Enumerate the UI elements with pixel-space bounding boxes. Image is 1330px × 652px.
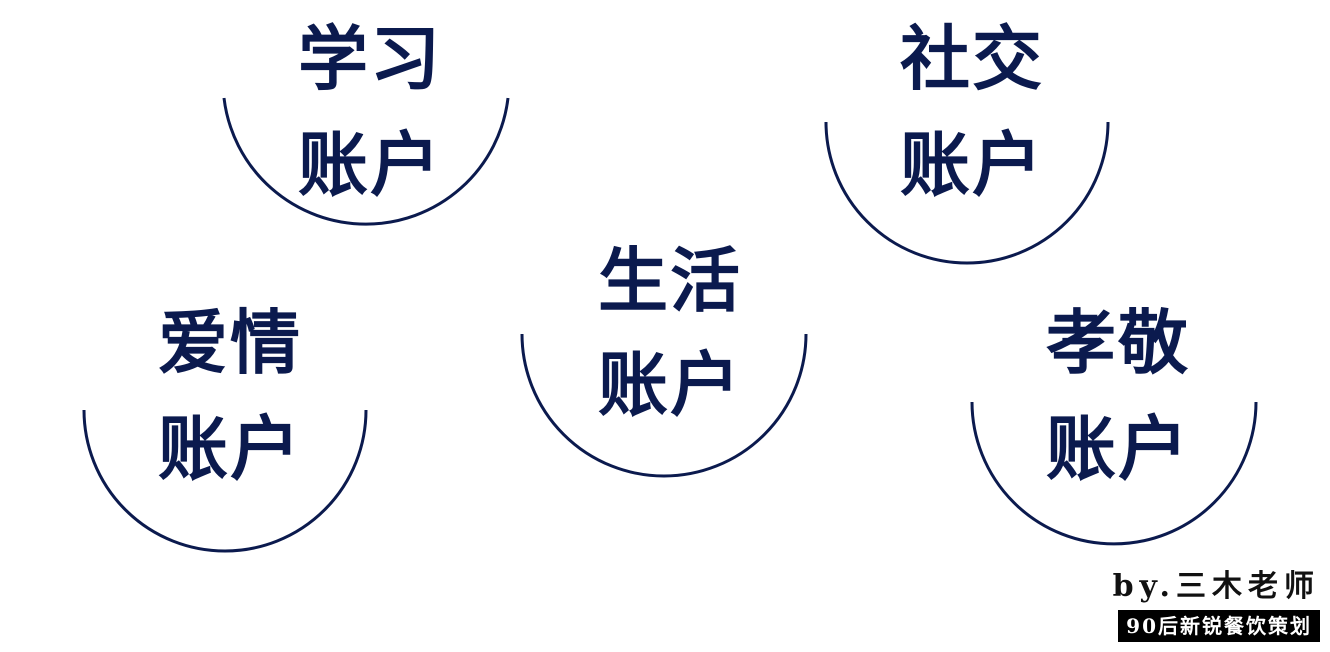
signature-author: by.三木老师 — [1112, 569, 1320, 604]
arc-life — [520, 333, 808, 478]
signature-block: by.三木老师 90后新锐餐饮策划 — [1058, 572, 1320, 642]
account-social-suffix: 账户 — [900, 124, 1044, 206]
arc-filial — [970, 401, 1258, 546]
signature-tagline: 90后新锐餐饮策划 — [1118, 610, 1320, 642]
account-life-suffix: 账户 — [598, 344, 742, 426]
arc-social — [824, 121, 1110, 265]
account-filial-suffix: 账户 — [1046, 408, 1190, 490]
account-love-suffix: 账户 — [158, 408, 302, 490]
account-love-title: 爱情 — [158, 302, 302, 384]
account-filial-title: 孝敬 — [1046, 302, 1190, 384]
account-study-suffix: 账户 — [298, 124, 442, 206]
arc-study — [222, 97, 510, 226]
account-social-title: 社交 — [900, 18, 1044, 100]
account-study-title: 学习 — [298, 18, 442, 100]
account-life-title: 生活 — [598, 240, 742, 322]
arc-love — [82, 409, 368, 553]
